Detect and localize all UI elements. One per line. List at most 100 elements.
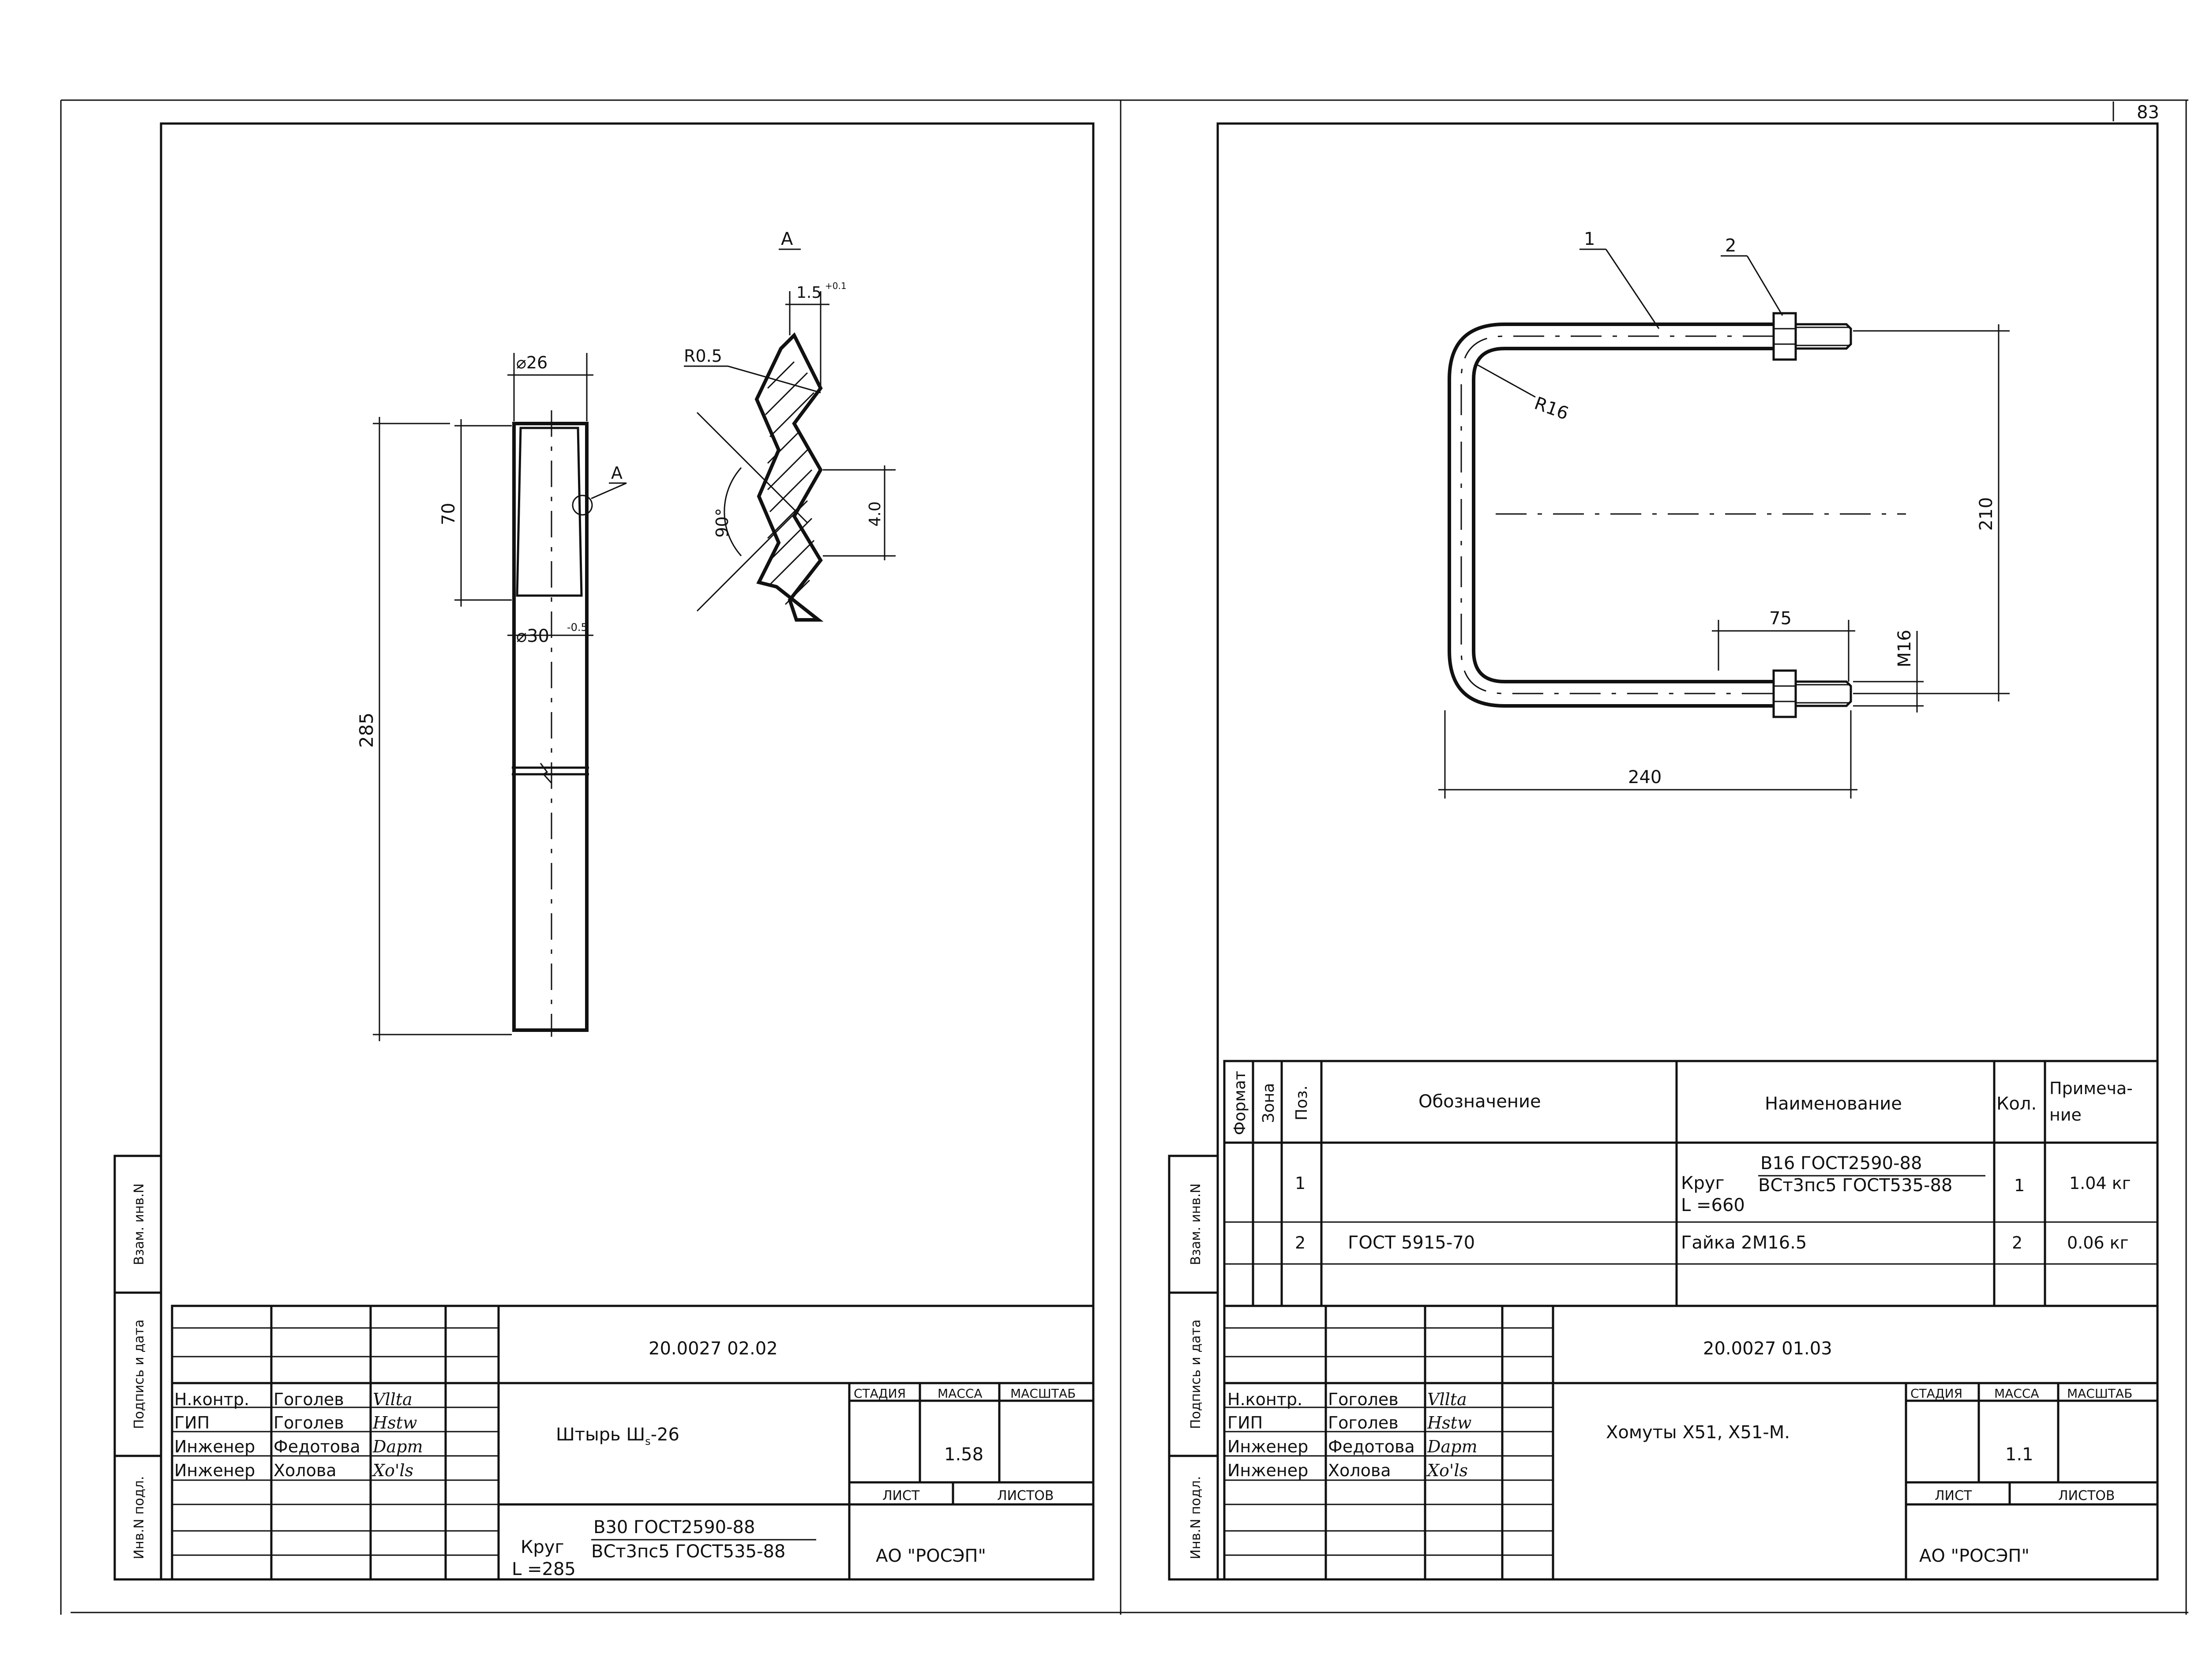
- header-pos: Поз.: [1293, 1085, 1311, 1121]
- spec-table: Формат Зона Поз. Обозначение Наименовани…: [1223, 1060, 2159, 1307]
- right-title-block: 20.0027 01.03 Н.контр. ГИП Инженер Инжен…: [1223, 1305, 2159, 1581]
- view-a-title: A: [781, 229, 793, 249]
- right-name-4: Холова: [1328, 1461, 1391, 1480]
- header-qty: Кол.: [1996, 1094, 2037, 1114]
- bottom-nut: [1772, 669, 1797, 718]
- row1-qty: 1: [2014, 1176, 2025, 1195]
- header-designation: Обозначение: [1418, 1091, 1541, 1112]
- dim-diameter-30: ⌀30: [516, 626, 549, 646]
- left-role-2: ГИП: [174, 1413, 210, 1432]
- top-thread: [1796, 323, 1852, 350]
- radius-r16-leader: [1475, 363, 1536, 398]
- section-hatching: [765, 361, 815, 605]
- left-drawing-code: 20.0027 02.02: [649, 1339, 778, 1359]
- bottom-thread: [1796, 680, 1852, 707]
- angle-line-1: [696, 412, 808, 524]
- left-signature-1: Vllta: [373, 1390, 413, 1409]
- dim-m16-label: M16: [1895, 630, 1915, 667]
- left-name-4: Холова: [274, 1461, 337, 1480]
- callout-a-circle: [572, 495, 593, 516]
- right-side-label-3: Инв.N подл.: [1188, 1476, 1204, 1560]
- left-side-label-2: Подпись и дата: [131, 1320, 147, 1429]
- header-note-line2: ние: [2049, 1105, 2082, 1125]
- right-side-strip: [1168, 1155, 1219, 1581]
- page-number: 83: [2137, 102, 2159, 123]
- left-name-1: Гоголев: [274, 1390, 344, 1409]
- right-scale-label: МАСШТАБ: [2067, 1386, 2132, 1401]
- pin-detail: A ⌀26 70 285 ⌀30 -0.5: [356, 353, 627, 1041]
- dim-4-0-label: 4.0: [866, 501, 884, 526]
- pos2-leader: [1746, 255, 1783, 316]
- right-signature-4: Xo'ls: [1426, 1461, 1468, 1480]
- pin-body: [512, 422, 589, 1032]
- right-mass-label: МАССА: [1994, 1386, 2039, 1401]
- pin-break-symbol: [540, 763, 552, 784]
- right-sheet-label: ЛИСТ: [1935, 1488, 1972, 1504]
- right-role-1: Н.контр.: [1227, 1390, 1302, 1409]
- left-inner-frame: [160, 122, 1095, 1581]
- dim-1-5-label: 1.5: [796, 284, 822, 302]
- row2-name: Гайка 2М16.5: [1681, 1233, 1807, 1253]
- dim-210-label: 210: [1976, 497, 1996, 531]
- dim-285-label: 285: [356, 712, 377, 748]
- right-name-1: Гоголев: [1328, 1390, 1399, 1409]
- left-organization: АО "РОСЭП": [876, 1546, 986, 1566]
- left-sheets-label: ЛИСТОВ: [997, 1488, 1054, 1504]
- left-scale-label: МАСШТАБ: [1010, 1386, 1076, 1401]
- dim-240-label: 240: [1628, 767, 1662, 788]
- row1-name-length: L =660: [1681, 1195, 1745, 1215]
- left-role-4: Инженер: [174, 1461, 255, 1480]
- left-title-block-frame: [171, 1305, 1095, 1581]
- right-organization: АО "РОСЭП": [1919, 1546, 2030, 1566]
- header-zone: Зона: [1260, 1083, 1278, 1123]
- dim-75-label: 75: [1769, 608, 1792, 629]
- header-note-line1: Примеча-: [2049, 1079, 2133, 1098]
- right-sheets-label: ЛИСТОВ: [2058, 1488, 2115, 1504]
- radius-label: R0.5: [684, 346, 722, 366]
- left-stage-label: СТАДИЯ: [854, 1386, 906, 1401]
- left-signature-3: Dapm: [372, 1437, 423, 1456]
- left-role-3: Инженер: [174, 1437, 255, 1456]
- view-a: A 1.5 +0.1 R0.5: [684, 229, 896, 622]
- left-signature-4: Xo'ls: [371, 1461, 413, 1480]
- pos2-label: 2: [1725, 236, 1736, 256]
- row1-name-prefix: Круг: [1681, 1173, 1724, 1193]
- pin-cone-inner: [516, 427, 583, 597]
- right-side-label-1: Взам. инв.N: [1188, 1183, 1204, 1265]
- right-sheet: Взам. инв.N Подпись и дата Инв.N подл. 1: [1168, 122, 2159, 1581]
- u-bolt-inner: [1472, 347, 1774, 683]
- left-material-top: В30 ГОСТ2590-88: [593, 1517, 755, 1538]
- row1-pos: 1: [1295, 1174, 1306, 1193]
- angle-arc: [724, 467, 742, 556]
- profile-section: [754, 332, 824, 622]
- u-bolt-drawing: 1 2 R16 210 75 M16 240: [1438, 229, 2010, 799]
- header-format: Формат: [1231, 1071, 1249, 1135]
- left-name-3: Федотова: [274, 1437, 360, 1456]
- radius-leader: [728, 365, 821, 394]
- right-drawing-code: 20.0027 01.03: [1703, 1339, 1832, 1359]
- left-material-bottom: ВСт3пс5 ГОСТ535-88: [591, 1541, 785, 1562]
- pos1-leader: [1605, 249, 1660, 329]
- left-side-label-1: Взам. инв.N: [131, 1183, 147, 1265]
- row1-note: 1.04 кг: [2069, 1174, 2131, 1193]
- left-sheet: Взам. инв.N Подпись и дата Инв.N подл. A…: [113, 122, 1095, 1581]
- right-product-name: Хомуты Х51, Х51-М.: [1606, 1422, 1790, 1443]
- callout-a-label: A: [611, 463, 623, 483]
- callout-a-leader: [591, 482, 627, 499]
- header-name: Наименование: [1765, 1094, 1902, 1114]
- right-signature-1: Vllta: [1427, 1390, 1467, 1409]
- row2-pos: 2: [1295, 1233, 1306, 1252]
- angle-label: 90°: [713, 508, 732, 537]
- left-signature-2: Hstw: [372, 1413, 417, 1432]
- right-signature-2: Hstw: [1427, 1413, 1471, 1432]
- row1-name-top: В16 ГОСТ2590-88: [1760, 1153, 1922, 1174]
- right-signature-3: Dapm: [1427, 1437, 1477, 1456]
- left-name-2: Гоголев: [274, 1413, 344, 1432]
- right-mass-value: 1.1: [2005, 1444, 2033, 1465]
- row2-designation: ГОСТ 5915-70: [1348, 1233, 1475, 1253]
- right-role-3: Инженер: [1227, 1437, 1308, 1456]
- left-role-1: Н.контр.: [174, 1390, 249, 1409]
- pos1-label: 1: [1584, 229, 1595, 249]
- right-side-label-2: Подпись и дата: [1188, 1320, 1204, 1429]
- dim-1-5-tolerance: +0.1: [825, 281, 847, 291]
